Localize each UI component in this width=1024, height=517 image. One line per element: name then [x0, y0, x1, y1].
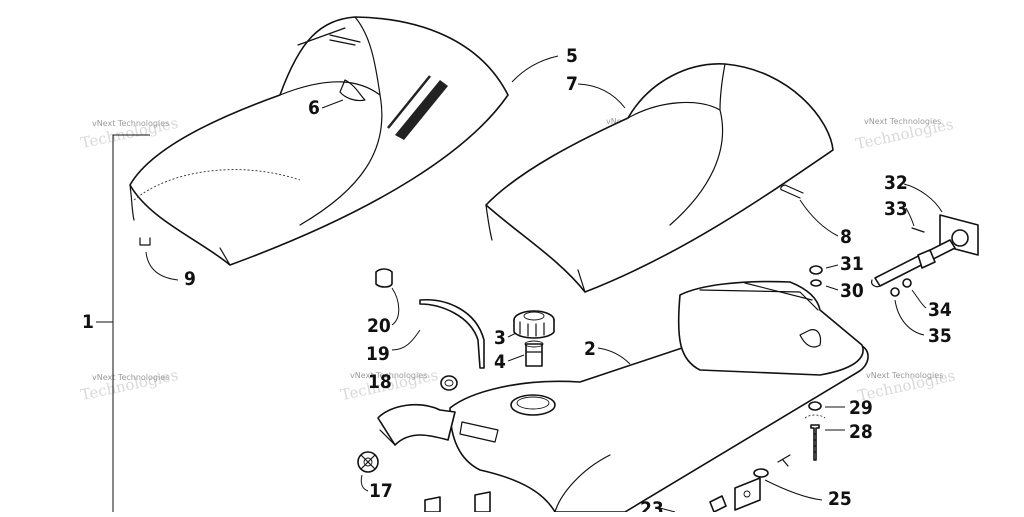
callout-6: 6 [308, 97, 320, 119]
washer-17: 17 [357, 451, 393, 502]
callout-7: 7 [566, 73, 578, 95]
clip-8: 8 [780, 184, 852, 248]
callout-17: 17 [369, 480, 393, 502]
watermark-bottom-left: Technologies vNext Technologies [79, 366, 180, 404]
callout-28: 28 [849, 421, 873, 443]
callout-18: 18 [368, 371, 392, 393]
callout-33: 33 [884, 198, 908, 220]
washer-34: 34 [902, 278, 952, 321]
bolt-28: 28 [810, 421, 873, 461]
callout-4: 4 [494, 351, 506, 373]
vent-cap-20: 20 [367, 268, 400, 337]
nut-29: 29 [804, 397, 873, 419]
gas-tank-2 [449, 280, 869, 513]
callout-6-group: 6 [308, 97, 344, 119]
callout-2: 2 [584, 338, 596, 360]
callout-7-group: 7 [566, 73, 626, 109]
callout-1: 1 [82, 311, 94, 333]
watermark-text: vNext Technologies [866, 371, 943, 380]
seat-latch-32: 32 [871, 172, 979, 288]
callout-30: 30 [840, 280, 864, 302]
watermark-top-right: Technologies vNext Technologies [854, 115, 955, 153]
seat-assembly-5 [129, 16, 509, 266]
callout-32: 32 [884, 172, 908, 194]
callout-3: 3 [494, 327, 506, 349]
filler-neck-4: 4 [494, 340, 544, 373]
callout-35: 35 [928, 325, 952, 347]
fitting-18: 18 [368, 371, 458, 393]
callout-25: 25 [828, 488, 852, 510]
fuel-cap-3: 3 [494, 310, 555, 349]
fitting-23: 23 [640, 498, 676, 517]
callout-31: 31 [840, 253, 864, 275]
seat-decal [387, 75, 448, 140]
callout-34: 34 [928, 299, 952, 321]
hardware-25: 25 [709, 454, 852, 513]
watermark-top-left: Technologies vNext Technologies [79, 114, 180, 152]
watermark-text: vNext Technologies [350, 371, 427, 380]
callout-8: 8 [840, 226, 852, 248]
callout-9: 9 [184, 268, 196, 290]
assembly-bracket-1: 1 [82, 134, 150, 512]
callout-5-group: 5 [511, 45, 578, 83]
callout-29: 29 [849, 397, 873, 419]
svg-text:Technologies: Technologies [79, 366, 180, 404]
watermark-text: vNext Technologies [864, 117, 941, 126]
callout-19: 19 [366, 343, 390, 365]
washer-30: 30 [810, 279, 864, 302]
nut-31: 31 [809, 253, 864, 275]
callout-2-group: 2 [584, 338, 631, 365]
watermark-text: vNext Technologies [92, 373, 169, 382]
clip-9: 9 [139, 237, 196, 290]
pin-33: 33 [884, 198, 925, 233]
tank-mount-bracket [377, 403, 456, 446]
callout-5: 5 [566, 45, 578, 67]
watermark-text: vNext Technologies [92, 119, 169, 128]
washer-35: 35 [890, 287, 952, 347]
strap-bracket [424, 491, 491, 513]
vent-hose-19: 19 [366, 299, 485, 369]
seat-cover-7 [485, 63, 834, 293]
callout-23: 23 [640, 498, 664, 512]
callout-20: 20 [367, 315, 391, 337]
